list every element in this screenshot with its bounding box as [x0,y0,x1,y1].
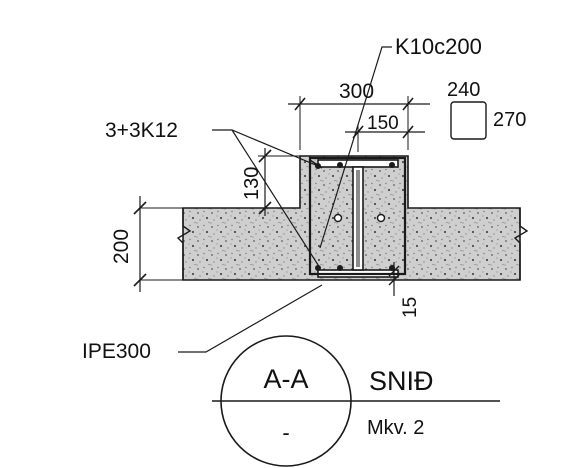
dimension-200 [133,196,147,292]
section-id: A-A [263,364,308,394]
dim-15-label: 15 [400,297,421,318]
dimension-15 [388,262,400,296]
section-sheet: - [282,420,289,445]
section-marker: A-A - SNIÐ Mkv. 2 [212,335,500,467]
hole-height-label: 270 [493,109,526,131]
section-scale: Mkv. 2 [367,417,424,439]
dim-200-label: 200 [110,229,133,264]
leader-lines [178,46,392,353]
bars-spec-label: 3+3K12 [105,119,178,142]
dimension-130 [258,148,300,216]
section-title: SNIÐ [369,366,434,396]
rebars-3-3-k12 [315,162,395,271]
beam-profile-label: IPE300 [82,340,151,363]
stirrup-spec-label: K10c200 [395,34,482,59]
hole-symbol [450,101,487,140]
concrete-slab-section [140,155,529,281]
shear-stud [333,213,343,223]
dim-130-label: 130 [241,167,263,200]
dim-300-label: 300 [339,80,374,103]
dim-150-label: 150 [367,113,399,134]
dimension-300 [288,96,430,150]
rebar [337,162,343,168]
rebar [389,162,395,168]
rebar [337,265,343,271]
shear-stud [376,213,386,223]
hole-width-label: 240 [447,79,480,101]
